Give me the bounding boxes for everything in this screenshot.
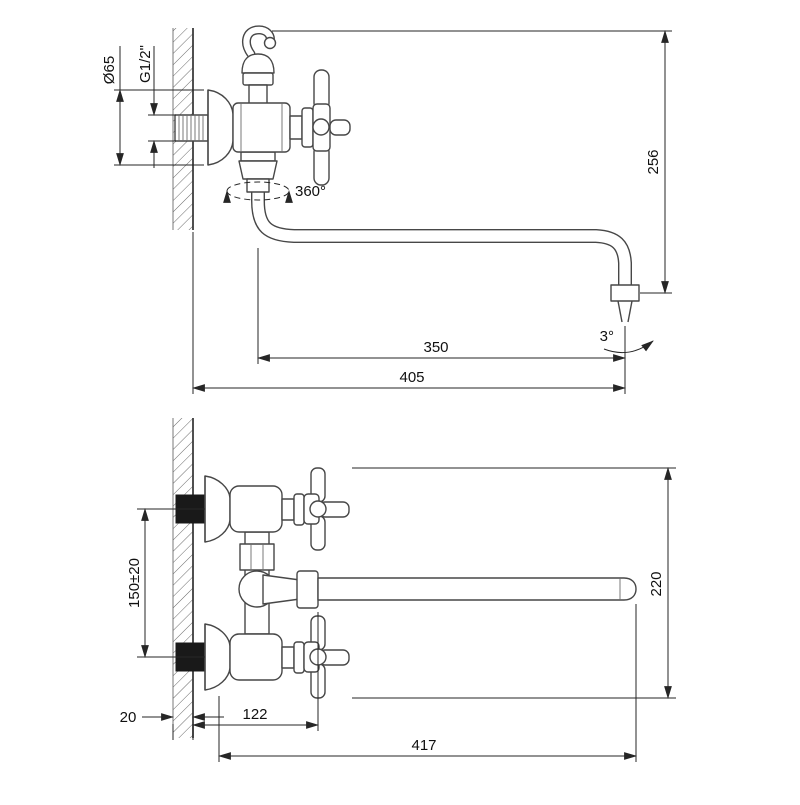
dim-centers-150: 150±20 — [126, 507, 205, 659]
front-view: 150±20 220 20 122 417 — [120, 418, 676, 762]
cross-handle-side — [289, 69, 351, 186]
dim-reach-350: 350 — [256, 248, 627, 364]
escutcheon-front-top — [204, 475, 231, 543]
dim-reach-405: 405 — [191, 232, 627, 394]
spout-front — [317, 577, 637, 601]
label-wall-to-spout: 122 — [242, 706, 267, 723]
escutcheon-front-bottom — [204, 623, 231, 691]
dim-offset-122: 122 — [191, 612, 320, 740]
label-centers-distance: 150±20 — [126, 558, 143, 608]
label-height-220: 220 — [648, 571, 665, 596]
label-thread-size: G1/2" — [137, 45, 154, 83]
label-height-256: 256 — [645, 149, 662, 174]
label-overall-width: 417 — [411, 737, 436, 754]
label-total-reach: 405 — [399, 369, 424, 386]
dim-escutcheon-diameter: Ø65 — [101, 46, 204, 167]
label-wall-thickness: 20 — [120, 709, 137, 726]
side-view: Ø65 G1/2" 360° 256 350 — [101, 25, 672, 394]
escutcheon-side — [207, 89, 234, 166]
dim-rotation-360: 360° — [223, 181, 326, 203]
cross-handle-front-top — [281, 467, 350, 551]
spout-side — [251, 192, 632, 285]
diverter-ornament — [241, 25, 277, 105]
label-spout-reach: 350 — [423, 339, 448, 356]
label-swivel-rotation: 360° — [295, 183, 326, 200]
faucet-body-side — [232, 102, 291, 153]
dim-thread-size: G1/2" — [137, 45, 176, 168]
swivel-joint-front — [238, 543, 319, 609]
thread-nipple — [174, 114, 209, 142]
dim-height-220: 220 — [352, 466, 676, 700]
valve-bottom — [229, 633, 283, 681]
valve-top — [229, 485, 283, 533]
aerator — [610, 284, 640, 323]
dim-angle-3: 3° — [600, 328, 654, 354]
label-outlet-angle: 3° — [600, 328, 614, 345]
wall-section-front — [172, 418, 194, 738]
label-escutcheon-diameter: Ø65 — [101, 56, 118, 84]
swivel-nut-side — [238, 151, 278, 193]
dim-height-256: 256 — [272, 29, 672, 295]
cross-handle-front-bottom — [281, 615, 350, 699]
dim-width-417: 417 — [217, 604, 638, 762]
